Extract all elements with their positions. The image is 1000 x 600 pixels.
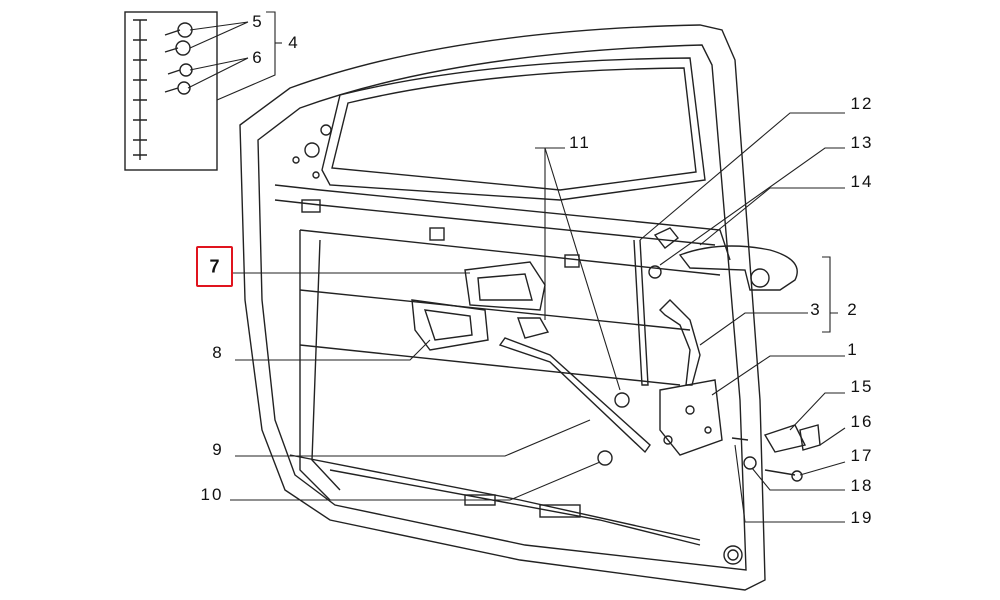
lock-cylinder-13	[653, 227, 679, 249]
label-11: 11	[569, 133, 591, 152]
rod-9	[498, 337, 651, 454]
highlight-box-7[interactable]: 7	[196, 246, 233, 287]
label-9: 9	[212, 440, 224, 459]
striker-15	[763, 424, 807, 453]
rod-3	[659, 299, 701, 386]
label-17: 17	[850, 446, 874, 465]
label-1: 1	[847, 340, 859, 359]
label-2: 2	[847, 300, 859, 319]
leader-lines	[187, 11, 846, 523]
plate-16	[799, 424, 821, 451]
label-7: 7	[209, 256, 220, 276]
door-frame	[239, 24, 766, 591]
label-18: 18	[850, 476, 874, 495]
lock-1	[659, 379, 723, 456]
plug-10	[597, 450, 613, 466]
inset-keyset	[124, 11, 218, 171]
label-14: 14	[850, 172, 874, 191]
bolt-17	[764, 469, 796, 476]
handle-bezel-part	[411, 299, 489, 351]
screw-19	[731, 437, 749, 441]
inner-handle-part	[464, 261, 546, 311]
label-13: 13	[850, 133, 874, 152]
label-15: 15	[850, 377, 874, 396]
label-8: 8	[212, 343, 224, 362]
lock-rod-12	[633, 239, 649, 386]
label-6: 6	[252, 48, 264, 67]
label-19: 19	[850, 508, 874, 527]
clip-11b	[614, 392, 630, 408]
label-4: 4	[288, 33, 300, 52]
label-3: 3	[810, 300, 822, 319]
label-5: 5	[252, 12, 264, 31]
label-12: 12	[850, 94, 874, 113]
label-16: 16	[850, 412, 874, 431]
clip-11	[517, 317, 550, 339]
label-10: 10	[200, 485, 224, 504]
actuator-14	[678, 245, 798, 291]
washer-18	[743, 456, 757, 470]
